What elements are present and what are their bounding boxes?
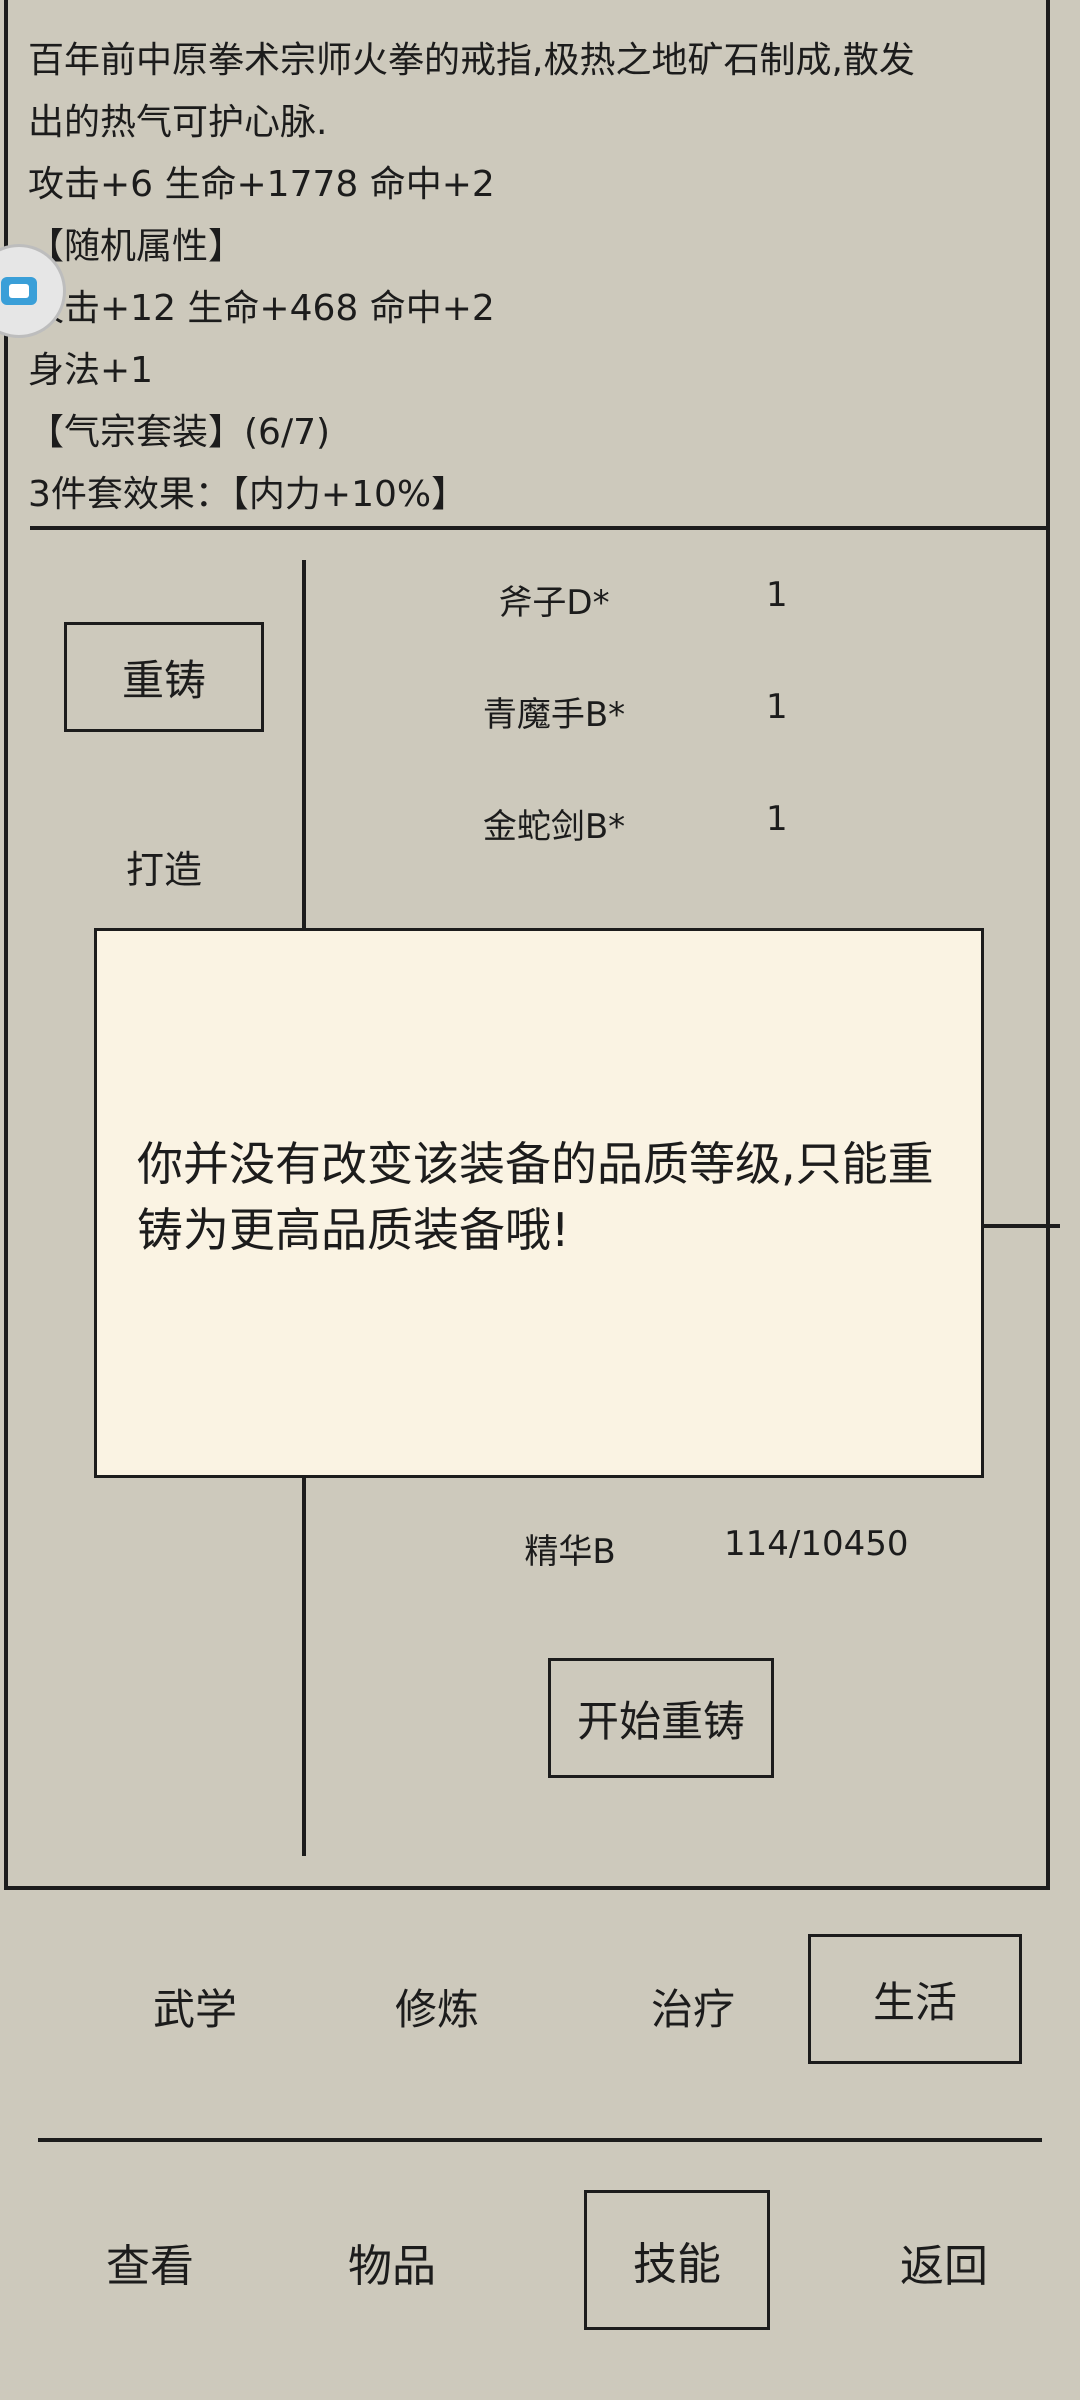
material-name: 斧子D* bbox=[498, 583, 610, 623]
nav-skills[interactable]: 技能 bbox=[584, 2190, 770, 2330]
tab-life[interactable]: 生活 bbox=[808, 1934, 1022, 2064]
forge-label: 打造 bbox=[125, 847, 202, 892]
panel-right-border bbox=[1046, 0, 1050, 1890]
assist-icon bbox=[1, 277, 37, 305]
essence-qty: 114/10450 bbox=[724, 1524, 909, 1564]
tab-martial-arts[interactable]: 武学 bbox=[110, 1966, 280, 2046]
panel-bottom-border bbox=[4, 1886, 1050, 1890]
description-line: 身法+1 bbox=[28, 350, 154, 391]
description-line: 【随机属性】 bbox=[28, 226, 245, 267]
material-name: 青魔手B* bbox=[482, 695, 626, 735]
nav-label: 技能 bbox=[633, 2239, 721, 2290]
material-qty: 1 bbox=[766, 687, 788, 727]
material-divider bbox=[980, 1224, 1060, 1228]
material-qty: 1 bbox=[766, 575, 788, 615]
recast-button[interactable]: 重铸 bbox=[64, 622, 264, 732]
start-recast-button[interactable]: 开始重铸 bbox=[548, 1658, 774, 1778]
nav-back[interactable]: 返回 bbox=[864, 2220, 1024, 2304]
tab-healing[interactable]: 治疗 bbox=[608, 1966, 778, 2046]
description-line: 【气宗套装】(6/7) bbox=[28, 412, 331, 453]
message-dialog[interactable]: 你并没有改变该装备的品质等级,只能重铸为更高品质装备哦! bbox=[94, 928, 984, 1478]
description-line: 攻击+12 生命+468 命中+2 bbox=[28, 288, 495, 329]
material-qty: 1 bbox=[766, 799, 788, 839]
dialog-message: 你并没有改变该装备的品质等级,只能重铸为更高品质装备哦! bbox=[137, 1137, 934, 1257]
description-line: 百年前中原拳术宗师火拳的戒指,极热之地矿石制成,散发 bbox=[28, 40, 915, 81]
description-divider bbox=[30, 526, 1046, 530]
panel-left-border bbox=[4, 0, 8, 1890]
item-description: 百年前中原拳术宗师火拳的戒指,极热之地矿石制成,散发 出的热气可护心脉. 攻击+… bbox=[28, 30, 1028, 526]
start-recast-label: 开始重铸 bbox=[576, 1696, 745, 1746]
tab-label: 治疗 bbox=[650, 1984, 735, 2034]
description-line: 攻击+6 生命+1778 命中+2 bbox=[28, 164, 495, 205]
nav-view[interactable]: 查看 bbox=[70, 2220, 230, 2304]
tab-label: 武学 bbox=[152, 1984, 237, 2034]
nav-items[interactable]: 物品 bbox=[312, 2220, 472, 2304]
nav-label: 物品 bbox=[348, 2241, 436, 2292]
recast-button-label: 重铸 bbox=[121, 655, 206, 705]
bottom-nav-divider bbox=[38, 2138, 1042, 2142]
description-line: 出的热气可护心脉. bbox=[28, 102, 328, 143]
description-line: 3件套效果：【内力+10%】 bbox=[28, 474, 468, 515]
forge-menu-item[interactable]: 打造 bbox=[64, 826, 264, 906]
nav-label: 查看 bbox=[106, 2241, 194, 2292]
tab-label: 修炼 bbox=[394, 1984, 479, 2034]
nav-label: 返回 bbox=[900, 2241, 988, 2292]
tab-label: 生活 bbox=[872, 1977, 957, 2027]
tab-cultivation[interactable]: 修炼 bbox=[352, 1966, 522, 2046]
material-name: 金蛇剑B* bbox=[482, 807, 626, 847]
essence-name: 精华B bbox=[524, 1532, 616, 1572]
